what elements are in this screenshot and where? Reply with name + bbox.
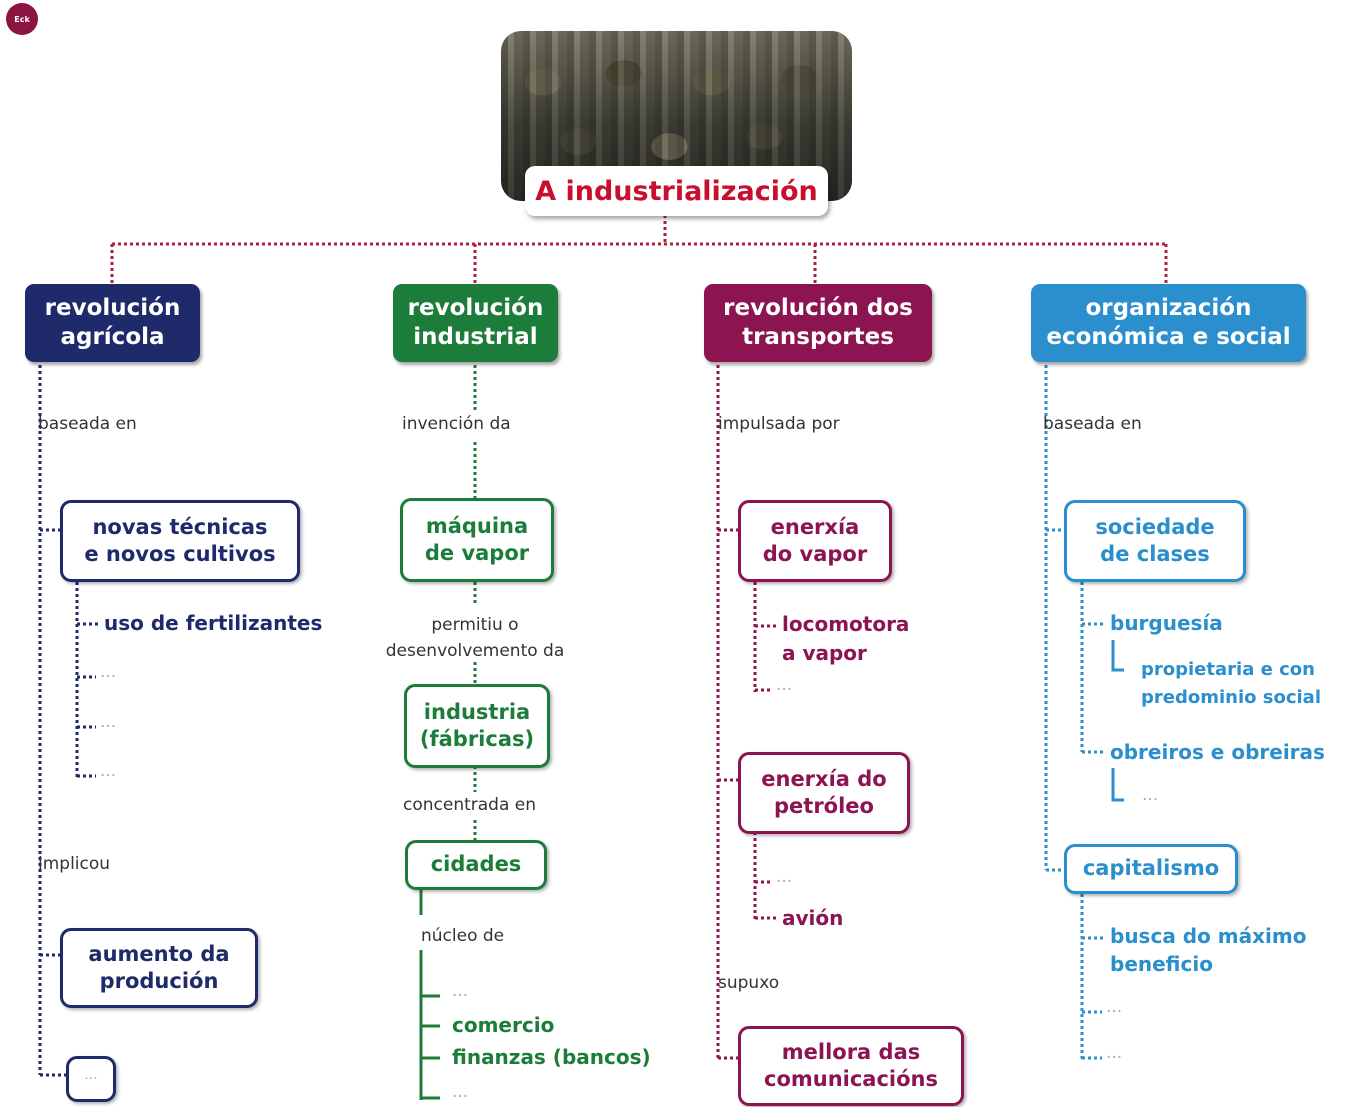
page-title: A industrialización (525, 166, 828, 216)
concept-cities: cidades (405, 840, 547, 890)
placeholder-dots: ··· (1142, 790, 1159, 810)
placeholder-dots: ··· (100, 766, 117, 786)
placeholder-dots: ··· (1106, 1002, 1123, 1022)
item-bourgeoisie: burguesía (1110, 611, 1223, 635)
link-label: baseada en (1043, 414, 1142, 434)
link-label: baseada en (38, 414, 137, 434)
concept-blank: ··· (66, 1056, 116, 1102)
concept-industry-factories: industria(fábricas) (404, 684, 550, 768)
item-workers: obreiros e obreiras (1110, 740, 1325, 764)
item-finances-banks: finanzas (bancos) (452, 1045, 651, 1069)
badge-icon: Eck (6, 3, 38, 35)
item-airplane: avión (782, 906, 844, 930)
item-commerce: comercio (452, 1013, 555, 1037)
link-label: implicou (38, 854, 111, 874)
placeholder-dots: ··· (452, 986, 469, 1006)
link-label: supuxo (718, 973, 780, 993)
placeholder-dots: ··· (1106, 1048, 1123, 1068)
link-label: impulsada por (718, 414, 840, 434)
placeholder-dots: ··· (452, 1087, 469, 1107)
item-fertilizers: uso de fertilizantes (104, 611, 323, 635)
link-label: núcleo de (421, 926, 505, 946)
link-label: concentrada en (403, 795, 537, 815)
placeholder-dots: ··· (100, 667, 117, 687)
placeholder-dots: ··· (100, 717, 117, 737)
placeholder-dots: ··· (776, 872, 793, 892)
placeholder-dots: ··· (776, 680, 793, 700)
concept-capitalism: capitalismo (1064, 844, 1238, 894)
link-label: invención da (402, 414, 511, 434)
